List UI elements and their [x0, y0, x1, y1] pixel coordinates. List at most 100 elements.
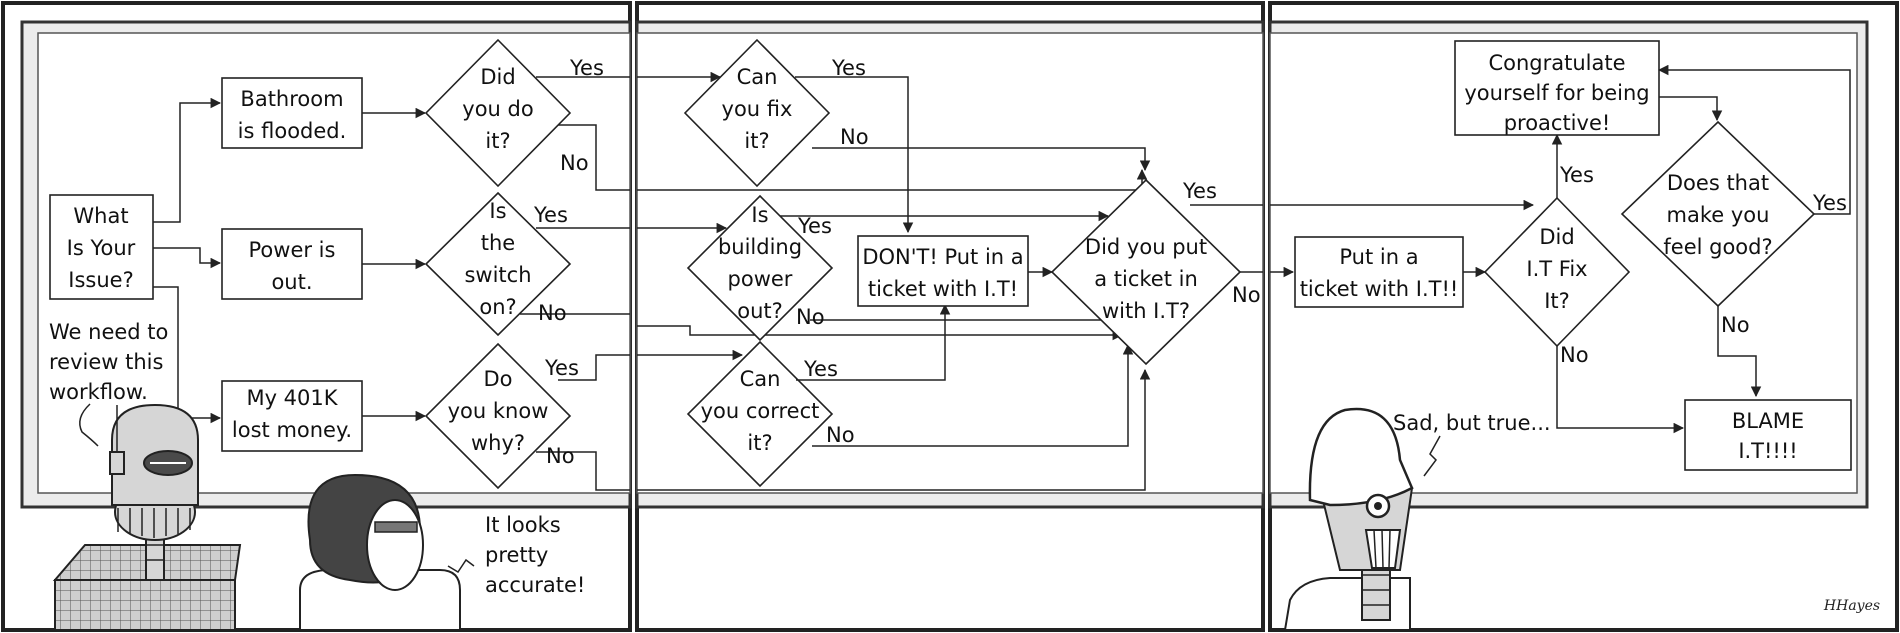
diamond-know-why: Do you know why?	[424, 342, 572, 490]
q-building-4: out?	[737, 299, 783, 323]
panel-1: What Is Your Issue? Bathroom is flooded.…	[1, 1, 632, 632]
label-yes-2: Yes	[533, 203, 568, 227]
dont-line-1: DON'T! Put in a	[862, 245, 1023, 269]
label-yes-9: Yes	[1812, 191, 1847, 215]
congrats-line-2: yourself for being	[1464, 81, 1649, 105]
panel-2: Can you fix it? Yes No Is building power…	[635, 1, 1265, 632]
bathroom-line-1: Bathroom	[240, 87, 343, 111]
dont-box: DON'T! Put in a ticket with I.T!	[857, 235, 1029, 307]
diamond-building-power: Is building power out?	[686, 194, 834, 342]
label-yes-6: Yes	[803, 357, 838, 381]
speech-tail-1	[79, 403, 99, 447]
congrats-box: Congratulate yourself for being proactiv…	[1454, 40, 1660, 136]
speech-review-3: workflow.	[49, 380, 148, 404]
robot-ear	[109, 451, 125, 475]
panel-3: Put in a ticket with I.T!! Did I.T Fix I…	[1268, 1, 1899, 632]
bathroom-box: Bathroom is flooded.	[221, 77, 363, 149]
q-building-3: power	[728, 267, 793, 291]
arrow-switch-no	[637, 325, 1124, 341]
q-switch-4: on?	[479, 295, 516, 319]
speech-sad: Sad, but true...	[1393, 411, 1551, 435]
label-yes-5: Yes	[797, 214, 832, 238]
label-no-5: No	[796, 305, 825, 329]
svg-text:What: What	[73, 204, 128, 228]
q-it-fix-2: I.T Fix	[1526, 257, 1587, 281]
speech-accurate: It looks pretty accurate!	[447, 513, 585, 597]
label-yes-1: Yes	[569, 56, 604, 80]
svg-text:Is Your: Is Your	[67, 236, 136, 260]
person-face	[366, 499, 424, 591]
line-why-yes	[558, 354, 630, 381]
arrow-it-fix-no	[1556, 346, 1685, 434]
q-ticket-3: with I.T?	[1102, 299, 1190, 323]
speech-sad-true: Sad, but true...	[1393, 411, 1551, 477]
speech-review-1: We need to	[49, 320, 168, 344]
blame-line-1: BLAME	[1732, 409, 1804, 433]
issue-line-2: Is Your	[67, 236, 136, 260]
line-why-no	[536, 451, 630, 491]
q-can-fix-1: Can	[737, 65, 778, 89]
arrow-issue-money	[153, 286, 222, 424]
money-line-2: lost money.	[232, 418, 352, 442]
blame-box: BLAME I.T!!!!	[1684, 399, 1852, 471]
q-do-it-3: it?	[485, 129, 510, 153]
q-why-3: why?	[471, 431, 525, 455]
dont-line-2: ticket with I.T!	[868, 277, 1018, 301]
speech-review-2: review this	[49, 350, 163, 374]
diamond-can-fix: Can you fix it?	[683, 38, 831, 188]
power-box: Power is out.	[221, 228, 363, 300]
put-line-1: Put in a	[1339, 245, 1418, 269]
issue-line-1: What	[73, 204, 128, 228]
q-correct-3: it?	[747, 431, 772, 455]
q-building-2: building	[718, 235, 802, 259]
blame-line-2: I.T!!!!	[1738, 439, 1797, 463]
bathroom-line-2: is flooded.	[238, 119, 347, 143]
robot-right-body	[1283, 577, 1411, 631]
arrow-feel-no	[1717, 306, 1762, 398]
person-body	[299, 569, 461, 631]
label-no-2: No	[538, 301, 567, 325]
arrow-why-no-ticket	[637, 368, 1151, 491]
congrats-line-3: proactive!	[1504, 111, 1611, 135]
power-line-2: out.	[271, 270, 312, 294]
arrow-can-fix-yes	[795, 76, 914, 234]
robot-left	[52, 403, 242, 631]
speech-accurate-2: pretty	[485, 543, 548, 567]
put-in-ticket-box: Put in a ticket with I.T!!	[1294, 236, 1464, 308]
q-correct-2: you correct	[701, 399, 820, 423]
diamond-ticket-in: Did you put a ticket in with I.T?	[1050, 178, 1242, 366]
q-it-fix-1: Did	[1539, 225, 1574, 249]
person-glasses	[374, 521, 418, 533]
q-switch-3: switch	[464, 263, 531, 287]
label-no-1: No	[560, 151, 589, 175]
speech-accurate-1: It looks	[485, 513, 561, 537]
diamond-did-you-do-it: Did you do it?	[424, 38, 572, 188]
speech-tail-3	[1423, 435, 1441, 477]
arrow-can-fix-no	[812, 147, 1151, 172]
q-building-1: Is	[751, 203, 768, 227]
label-no-6: No	[826, 423, 855, 447]
diamond-switch-on: Is the switch on?	[424, 191, 572, 337]
q-feel-1: Does that	[1667, 171, 1769, 195]
robot-right	[1283, 407, 1414, 631]
label-no-9: No	[1721, 313, 1750, 337]
q-it-fix-3: It?	[1544, 289, 1570, 313]
diamond-can-correct: Can you correct it?	[686, 340, 834, 488]
label-no-4: No	[840, 125, 869, 149]
label-yes-8: Yes	[1559, 163, 1594, 187]
money-line-1: My 401K	[246, 386, 338, 410]
diamond-feel-good: Does that make you feel good?	[1620, 120, 1816, 308]
speech-review-workflow: We need to review this workflow.	[49, 320, 168, 447]
label-yes-7: Yes	[1182, 179, 1217, 203]
label-no-7: No	[1232, 283, 1261, 307]
put-line-2: ticket with I.T!!	[1300, 277, 1459, 301]
label-no-8: No	[1560, 343, 1589, 367]
q-can-fix-2: you fix	[722, 97, 793, 121]
q-do-it-2: you do	[462, 97, 533, 121]
congrats-line-1: Congratulate	[1488, 51, 1625, 75]
q-switch-1: Is	[489, 199, 506, 223]
line-do-it-no	[558, 124, 630, 191]
svg-text:Issue?: Issue?	[68, 268, 133, 292]
q-can-fix-3: it?	[744, 129, 769, 153]
